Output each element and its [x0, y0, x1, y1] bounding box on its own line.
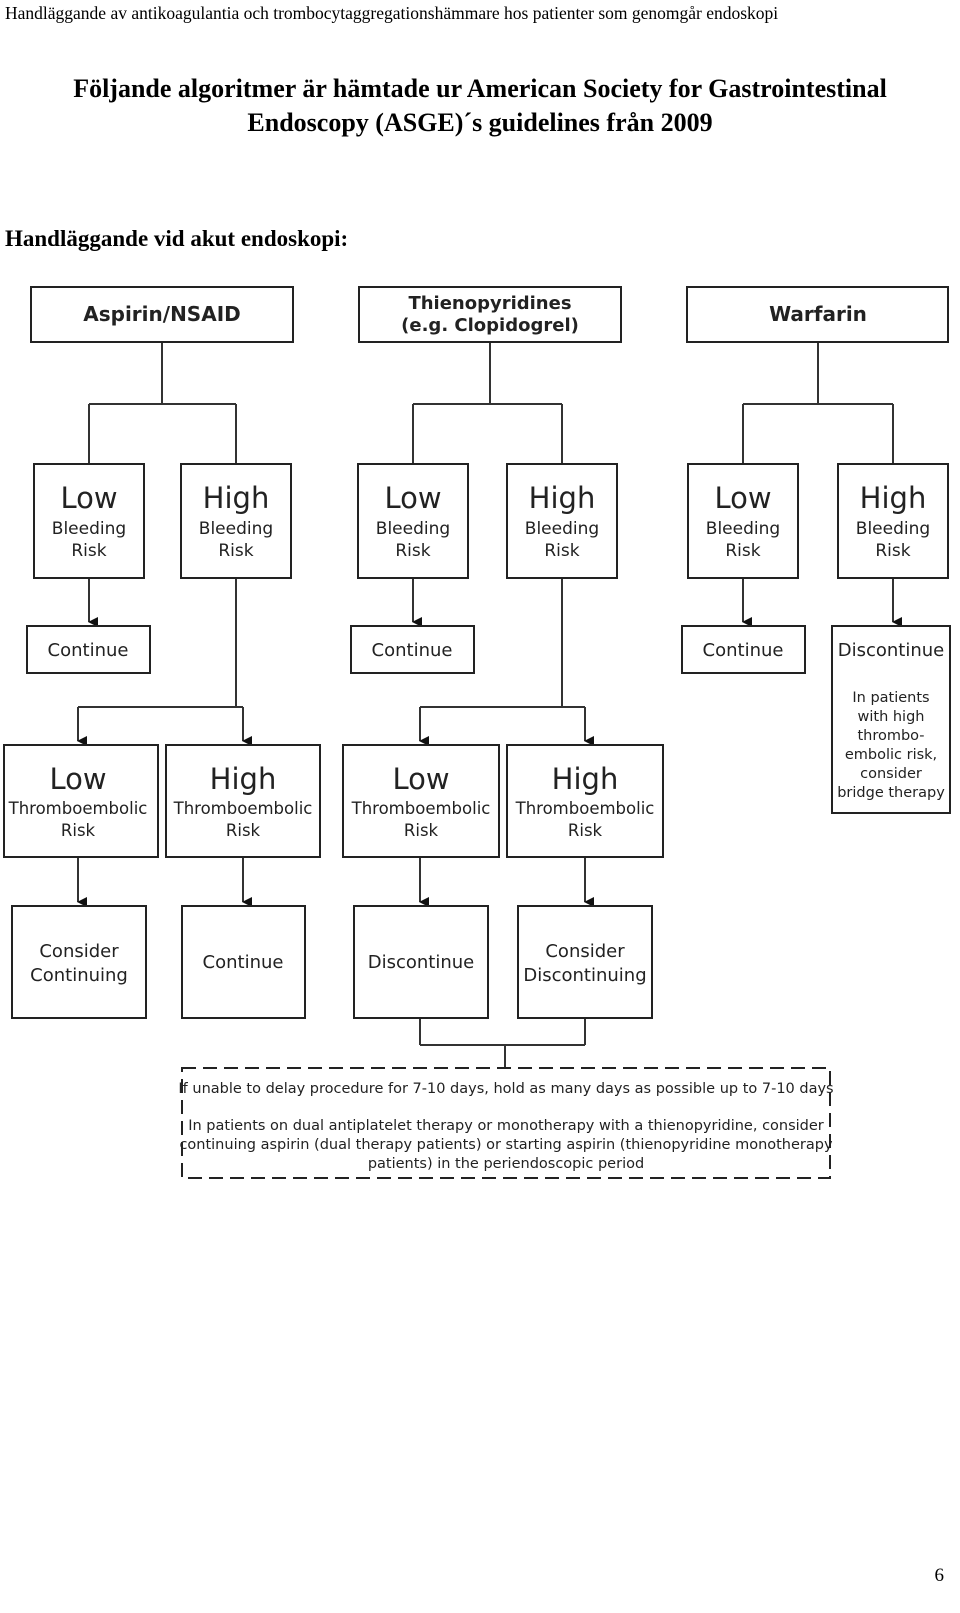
bleeding-risk-box-thieno-high: High Bleeding Risk — [506, 463, 618, 579]
thrombo-risk-box-thieno-low: Low Thromboembolic Risk — [342, 744, 500, 858]
bleeding-risk-word: Bleeding — [52, 519, 126, 539]
risk-word: Risk — [395, 541, 430, 561]
bleeding-risk-box-thieno-low: Low Bleeding Risk — [357, 463, 469, 579]
footnote-delay-text: If unable to delay procedure for 7-10 da… — [178, 1081, 833, 1097]
action-box-consider-continuing: Consider Continuing — [11, 905, 147, 1019]
drug-label-warfarin: Warfarin — [769, 302, 867, 326]
bridge-note-line: thrombo- — [857, 728, 924, 744]
action-label: Discontinuing — [523, 965, 646, 986]
bleeding-risk-box-warfarin-low: Low Bleeding Risk — [687, 463, 799, 579]
action-box-discontinue: Discontinue — [353, 905, 489, 1019]
bleeding-risk-word: Bleeding — [856, 519, 930, 539]
action-box-consider-discontinuing: Consider Discontinuing — [517, 905, 653, 1019]
risk-word: Risk — [218, 541, 253, 561]
thrombo-risk-level: Low — [392, 762, 449, 796]
risk-word: Risk — [404, 821, 439, 840]
bleeding-risk-box-warfarin-high: High Bleeding Risk — [837, 463, 949, 579]
footnote-dual-therapy-line-1: In patients on dual antiplatelet therapy… — [188, 1118, 824, 1134]
connector-lines — [77, 342, 902, 1068]
bleeding-risk-level: Low — [384, 481, 441, 515]
drug-box-thienopyridines: Thienopyridines (e.g. Clopidogrel) — [358, 286, 622, 343]
action-label: Continuing — [30, 965, 128, 986]
action-box-warfarin-low-continue: Continue — [681, 625, 806, 674]
risk-word: Risk — [725, 541, 760, 561]
footnote-dual-therapy-line-2: continuing aspirin (dual therapy patient… — [179, 1137, 833, 1153]
bridge-note-line: consider — [860, 766, 922, 782]
page-title-line-1: Följande algoritmer är hämtade ur Americ… — [73, 74, 887, 103]
page-number: 6 — [934, 1565, 945, 1586]
risk-word: Risk — [71, 541, 106, 561]
action-box-thieno-low-continue: Continue — [350, 625, 475, 674]
bridge-note-line: embolic risk, — [845, 747, 937, 763]
action-label: Consider — [39, 941, 119, 962]
bleeding-risk-level: High — [529, 481, 596, 515]
thrombo-risk-level: Low — [49, 762, 106, 796]
thrombo-risk-box-aspirin-low: Low Thromboembolic Risk — [3, 744, 159, 858]
action-label: Continue — [372, 640, 453, 661]
thrombo-risk-level: High — [552, 762, 619, 796]
footnote-dual-therapy-line-3: patients) in the periendoscopic period — [368, 1156, 644, 1172]
action-box-continue: Continue — [181, 905, 306, 1019]
risk-word: Risk — [568, 821, 603, 840]
thrombo-risk-box-aspirin-high: High Thromboembolic Risk — [165, 744, 321, 858]
thrombo-risk-box-thieno-high: High Thromboembolic Risk — [506, 744, 664, 858]
bridge-note-line: bridge therapy — [837, 785, 945, 801]
action-label: Consider — [545, 941, 625, 962]
bleeding-risk-word: Bleeding — [706, 519, 780, 539]
bleeding-risk-level: Low — [714, 481, 771, 515]
risk-word: Risk — [875, 541, 910, 561]
drug-box-aspirin-nsaid: Aspirin/NSAID — [30, 286, 294, 343]
bleeding-risk-word: Bleeding — [525, 519, 599, 539]
drug-label-aspirin-nsaid: Aspirin/NSAID — [83, 302, 240, 326]
drug-label-thienopyridines: Thienopyridines — [408, 293, 571, 314]
thrombo-risk-word: Thromboembolic — [515, 799, 655, 818]
bleeding-risk-level: High — [860, 481, 927, 515]
bleeding-risk-box-aspirin-low: Low Bleeding Risk — [33, 463, 145, 579]
bleeding-risk-word: Bleeding — [199, 519, 273, 539]
action-box-aspirin-low-continue: Continue — [26, 625, 151, 674]
thrombo-risk-word: Thromboembolic — [351, 799, 491, 818]
bleeding-risk-word: Bleeding — [376, 519, 450, 539]
drug-label-clopidogrel-example: (e.g. Clopidogrel) — [401, 315, 579, 336]
bridge-note-line: In patients — [852, 690, 929, 706]
bridge-therapy-note: In patients with high thrombo- embolic r… — [837, 690, 945, 801]
page-title: Följande algoritmer är hämtade ur Americ… — [0, 72, 960, 140]
running-header: Handläggande av antikoagulantia och trom… — [5, 3, 779, 23]
bleeding-risk-level: High — [203, 481, 270, 515]
action-label: Continue — [48, 640, 129, 661]
action-label: Continue — [703, 640, 784, 661]
risk-word: Risk — [61, 821, 96, 840]
drug-box-warfarin: Warfarin — [686, 286, 949, 343]
bridge-note-line: with high — [858, 709, 925, 725]
thrombo-risk-word: Thromboembolic — [8, 799, 148, 818]
action-label: Discontinue — [838, 640, 945, 661]
section-heading: Handläggande vid akut endoskopi: — [5, 226, 349, 251]
page-title-line-2: Endoscopy (ASGE)´s guidelines från 2009 — [247, 108, 713, 137]
bleeding-risk-level: Low — [60, 481, 117, 515]
action-label: Continue — [203, 952, 284, 973]
footnote-box: If unable to delay procedure for 7-10 da… — [178, 1067, 834, 1179]
bleeding-risk-box-aspirin-high: High Bleeding Risk — [180, 463, 292, 579]
action-label: Discontinue — [368, 952, 475, 973]
thrombo-risk-word: Thromboembolic — [173, 799, 313, 818]
risk-word: Risk — [544, 541, 579, 561]
risk-word: Risk — [226, 821, 261, 840]
action-box-warfarin-high-discontinue: Discontinue In patients with high thromb… — [831, 625, 951, 814]
thrombo-risk-level: High — [210, 762, 277, 796]
